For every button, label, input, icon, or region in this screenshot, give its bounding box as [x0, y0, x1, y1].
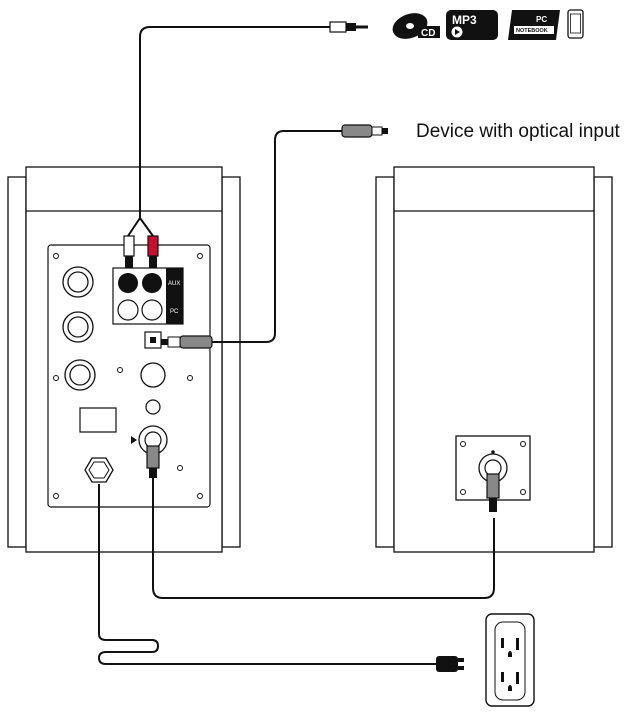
notebook-badge-label: NOTEBOOK [516, 28, 548, 34]
power-outlet-icon [485, 613, 535, 707]
rca-plug-white [123, 235, 135, 268]
aux-label: AUX [168, 281, 180, 287]
spec-label-plate [79, 407, 117, 433]
pc-badge-label: PC [536, 15, 547, 24]
pc-notebook-icon: PC NOTEBOOK [508, 10, 560, 40]
rear-panel: AUX PC [47, 244, 211, 508]
audio-jack-icon [329, 21, 368, 33]
mp3-icon: MP3 [446, 10, 498, 40]
optical-plug-inserted [161, 335, 213, 349]
volume-knob [62, 266, 94, 298]
mp3-label: MP3 [452, 13, 477, 27]
phone-icon [567, 9, 584, 39]
rca-input-block: AUX PC [112, 267, 184, 325]
plug-icon [436, 656, 464, 672]
rca-plug-red [147, 235, 159, 268]
speaker-plug-left [146, 445, 160, 478]
optical-plug-icon [341, 124, 388, 138]
speaker-output-jack [131, 425, 168, 455]
bass-knob [64, 359, 96, 391]
speaker-plug-right [486, 473, 500, 512]
treble-knob [62, 311, 94, 343]
optical-device-label: Device with optical input [416, 121, 620, 142]
cables [97, 26, 495, 665]
cd-icon: CD [392, 13, 440, 39]
cd-label: CD [421, 28, 435, 39]
pc-label: PC [170, 309, 179, 315]
